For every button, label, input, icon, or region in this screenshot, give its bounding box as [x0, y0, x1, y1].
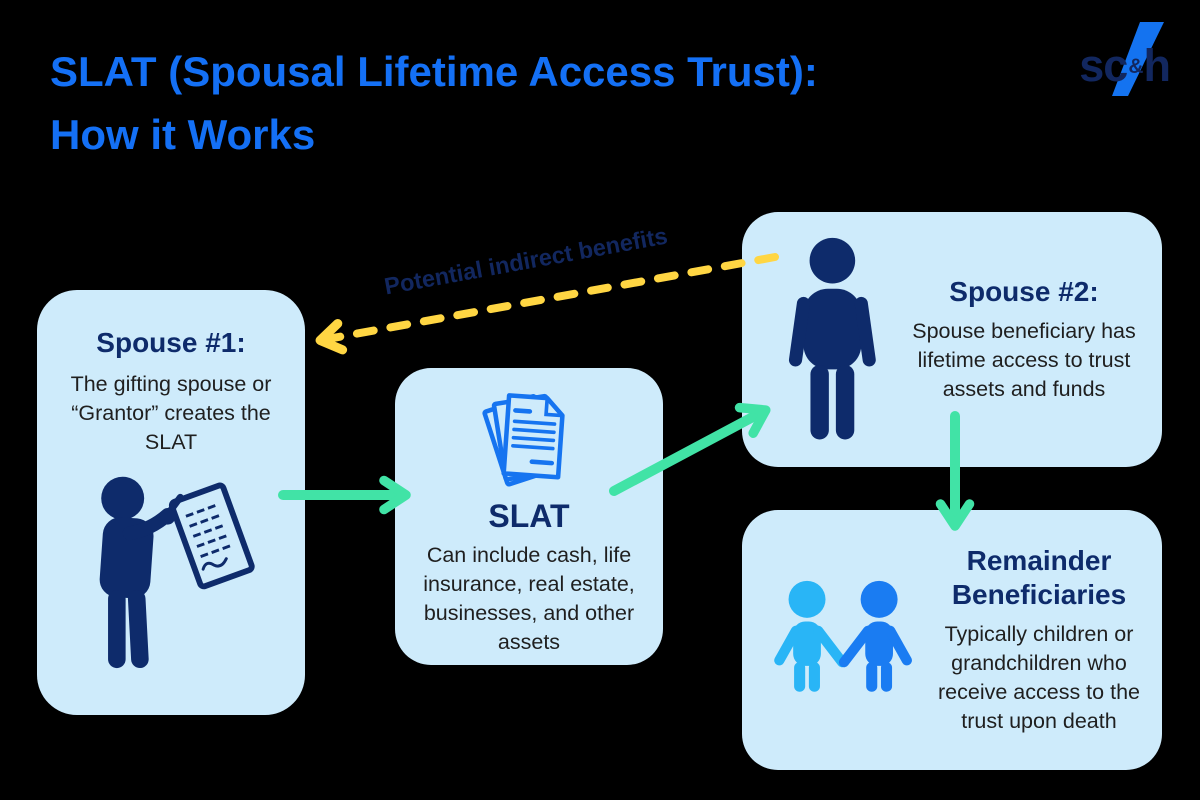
slat-box: SLAT Can include cash, life insurance, r… [395, 368, 663, 665]
sch-logo: sc&h [1060, 22, 1171, 104]
person-icon [788, 237, 876, 439]
page-title: SLAT (Spousal Lifetime Access Trust): Ho… [50, 40, 818, 166]
title-line-2: How it Works [50, 111, 316, 158]
spouse1-box: Spouse #1: The gifting spouse or “Granto… [37, 290, 305, 715]
spouse2-body: Spouse beneficiary has lifetime access t… [912, 319, 1136, 401]
children-icon [774, 580, 912, 692]
documents-icon [482, 393, 565, 487]
slat-body: Can include cash, life insurance, real e… [423, 543, 635, 654]
spouse1-heading: Spouse #1: [96, 327, 246, 358]
logo-text-sc: sc [1079, 40, 1128, 91]
remainder-icon-col [770, 579, 918, 701]
spouse2-heading: Spouse #2: [949, 276, 1099, 307]
slat-heading: SLAT [488, 498, 570, 534]
spouse1-body: The gifting spouse or “Grantor” creates … [70, 372, 272, 454]
person-writing-icon [99, 476, 255, 669]
indirect-benefits-label: Potential indirect benefits [382, 222, 670, 300]
remainder-text-col: Remainder Beneficiaries Typically childr… [918, 544, 1146, 736]
spouse2-icon-col [782, 237, 888, 443]
remainder-box: Remainder Beneficiaries Typically childr… [742, 510, 1162, 770]
remainder-body: Typically children or grandchildren who … [938, 622, 1140, 733]
title-line-1: SLAT (Spousal Lifetime Access Trust): [50, 48, 818, 95]
remainder-heading: Remainder Beneficiaries [951, 545, 1127, 610]
spouse2-box: Spouse #2: Spouse beneficiary has lifeti… [742, 212, 1162, 467]
logo-text: sc&h [1079, 40, 1171, 101]
spouse2-text-col: Spouse #2: Spouse beneficiary has lifeti… [888, 275, 1146, 404]
logo-text-amp: & [1128, 55, 1143, 78]
logo-text-h: h [1143, 40, 1171, 91]
logo-slash-shape [1112, 22, 1164, 96]
